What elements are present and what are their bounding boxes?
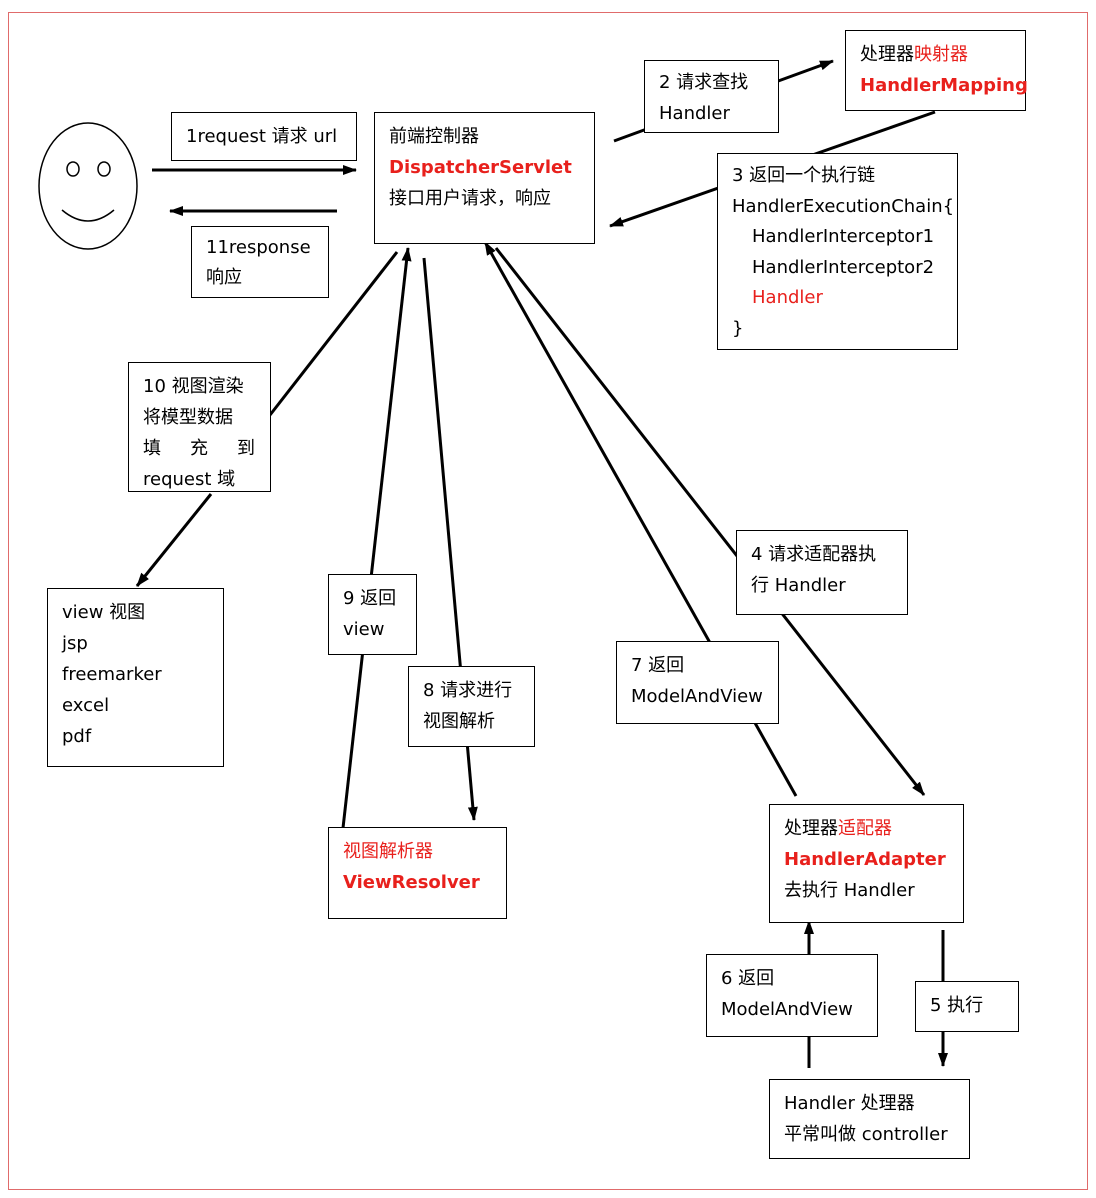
step1-text: 1request 请求 url bbox=[186, 126, 338, 147]
handler-line1: Handler 处理器 bbox=[784, 1093, 915, 1114]
dispatcher-servlet-box: 前端控制器 DispatcherServlet 接口用户请求，响应 bbox=[374, 112, 595, 244]
step7-line1: 7 返回 bbox=[631, 655, 685, 676]
view-type-item: freemarker bbox=[62, 664, 162, 685]
handler-adapter-name: HandlerAdapter bbox=[784, 849, 946, 870]
view-resolver-box: 视图解析器 ViewResolver bbox=[328, 827, 507, 919]
arrow-render bbox=[268, 251, 399, 416]
handler-mapping-title: 处理器映射器 bbox=[860, 44, 968, 65]
step3-line1: 3 返回一个执行链 bbox=[732, 165, 876, 186]
step6-line2: ModelAndView bbox=[721, 999, 853, 1020]
step1-request-label: 1request 请求 url bbox=[171, 112, 357, 161]
step9-line2: view bbox=[343, 619, 385, 640]
handler-line2: 平常叫做 controller bbox=[784, 1124, 948, 1145]
view-type-item: excel bbox=[62, 695, 110, 716]
step8-resolve-view-label: 8 请求进行 视图解析 bbox=[408, 666, 535, 747]
dispatcher-name: DispatcherServlet bbox=[389, 157, 572, 178]
arrow-return-view bbox=[341, 247, 412, 829]
handler-adapter-title: 处理器适配器 bbox=[784, 818, 892, 839]
step9-return-view-label: 9 返回 view bbox=[328, 574, 417, 655]
step10-line1: 10 视图渲染 bbox=[143, 376, 244, 397]
view-types-title: view 视图 bbox=[62, 602, 146, 623]
step3-interceptor2: HandlerInterceptor2 bbox=[752, 256, 935, 278]
step4-line1: 4 请求适配器执 bbox=[751, 544, 877, 565]
handler-adapter-desc: 去执行 Handler bbox=[784, 880, 915, 901]
step10-line3: 填 充 到 bbox=[143, 438, 255, 459]
step5-execute-label: 5 执行 bbox=[915, 981, 1019, 1032]
handler-box: Handler 处理器 平常叫做 controller bbox=[769, 1079, 970, 1159]
step5-text: 5 执行 bbox=[930, 995, 984, 1016]
step10-line2: 将模型数据 bbox=[143, 407, 233, 428]
dispatcher-title: 前端控制器 bbox=[389, 126, 479, 147]
view-types-box: view 视图 jsp freemarker excel pdf bbox=[47, 588, 224, 767]
step8-line2: 视图解析 bbox=[423, 711, 495, 732]
step2-find-handler-label: 2 请求查找 Handler bbox=[644, 60, 779, 133]
step4-line2: 行 Handler bbox=[751, 575, 846, 596]
diagram-frame bbox=[8, 12, 1088, 1190]
dispatcher-desc: 接口用户请求，响应 bbox=[389, 188, 551, 209]
step3-interceptor1: HandlerInterceptor1 bbox=[752, 226, 935, 247]
step2-line2: Handler bbox=[659, 103, 730, 124]
step3-close-brace: } bbox=[732, 317, 744, 339]
step11-line1: 11response bbox=[206, 237, 311, 258]
smiley-face-icon bbox=[38, 122, 138, 250]
step6-line1: 6 返回 bbox=[721, 968, 775, 989]
step10-render-box: 10 视图渲染 将模型数据 填 充 到 request 域 bbox=[128, 362, 271, 492]
view-type-item: jsp bbox=[62, 633, 88, 654]
handler-adapter-box: 处理器适配器 HandlerAdapter 去执行 Handler bbox=[769, 804, 964, 923]
step3-execution-chain-box: 3 返回一个执行链 HandlerExecutionChain{ Handler… bbox=[717, 153, 958, 350]
view-resolver-title: 视图解析器 bbox=[343, 841, 433, 862]
handler-mapping-name: HandlerMapping bbox=[860, 75, 1028, 96]
step8-line1: 8 请求进行 bbox=[423, 680, 513, 701]
step4-request-adapter-label: 4 请求适配器执 行 Handler bbox=[736, 530, 908, 615]
arrow-request-adapter bbox=[494, 247, 926, 796]
view-type-item: pdf bbox=[62, 726, 92, 747]
step9-line1: 9 返回 bbox=[343, 588, 397, 609]
step11-line2: 响应 bbox=[206, 267, 242, 288]
step2-line1: 2 请求查找 bbox=[659, 72, 749, 93]
view-resolver-name: ViewResolver bbox=[343, 872, 480, 893]
step6-return-modelandview-label: 6 返回 ModelAndView bbox=[706, 954, 878, 1037]
step7-line2: ModelAndView bbox=[631, 686, 763, 707]
step11-response-label: 11response 响应 bbox=[191, 226, 329, 298]
handler-mapping-box: 处理器映射器 HandlerMapping bbox=[845, 30, 1028, 111]
arrow-render-to-view bbox=[135, 493, 213, 587]
step3-line2: HandlerExecutionChain{ bbox=[732, 195, 955, 217]
step10-line4: request 域 bbox=[143, 469, 236, 490]
step7-return-modelandview-label: 7 返回 ModelAndView bbox=[616, 641, 779, 724]
step3-handler: Handler bbox=[752, 287, 823, 308]
